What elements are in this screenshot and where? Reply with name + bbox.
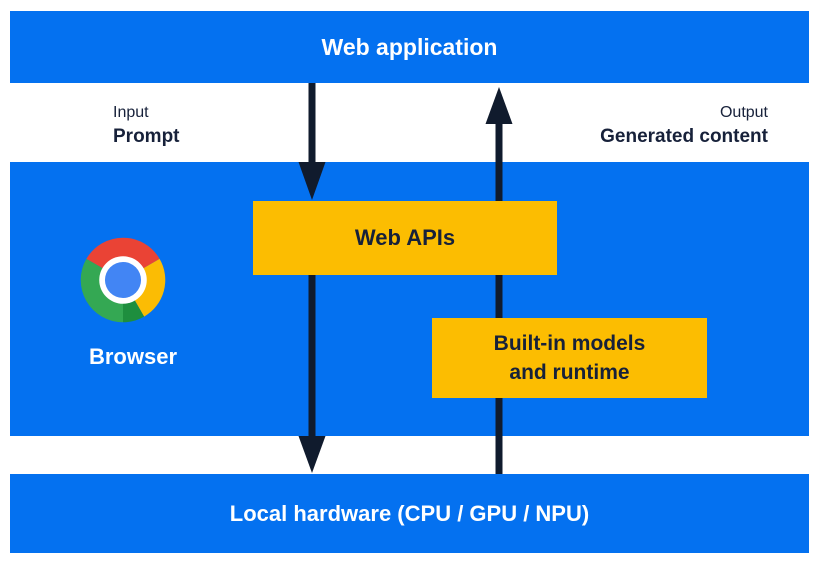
web-application-label: Web application bbox=[321, 34, 498, 60]
builtin-models-box: Built-in models and runtime bbox=[432, 318, 707, 398]
local-hardware-band: Local hardware (CPU / GPU / NPU) bbox=[10, 474, 809, 553]
local-hardware-label: Local hardware (CPU / GPU / NPU) bbox=[229, 501, 590, 526]
output-value: Generated content bbox=[600, 126, 768, 147]
output-label-group: Output Generated content bbox=[600, 101, 768, 149]
output-title: Output bbox=[719, 104, 768, 121]
chrome-browser-icon bbox=[80, 237, 166, 323]
builtin-models-line1: Built-in models bbox=[493, 332, 646, 355]
builtin-models-line2: and runtime bbox=[509, 361, 630, 384]
input-value: Prompt bbox=[113, 126, 180, 147]
web-apis-box: Web APIs bbox=[253, 201, 557, 275]
input-label-group: Input Prompt bbox=[113, 101, 180, 149]
input-title: Input bbox=[113, 104, 149, 121]
browser-label: Browser bbox=[88, 344, 178, 369]
web-application-band: Web application bbox=[10, 11, 809, 83]
builtin-models-label: Built-in models and runtime bbox=[494, 329, 646, 387]
web-apis-label: Web APIs bbox=[354, 225, 456, 250]
